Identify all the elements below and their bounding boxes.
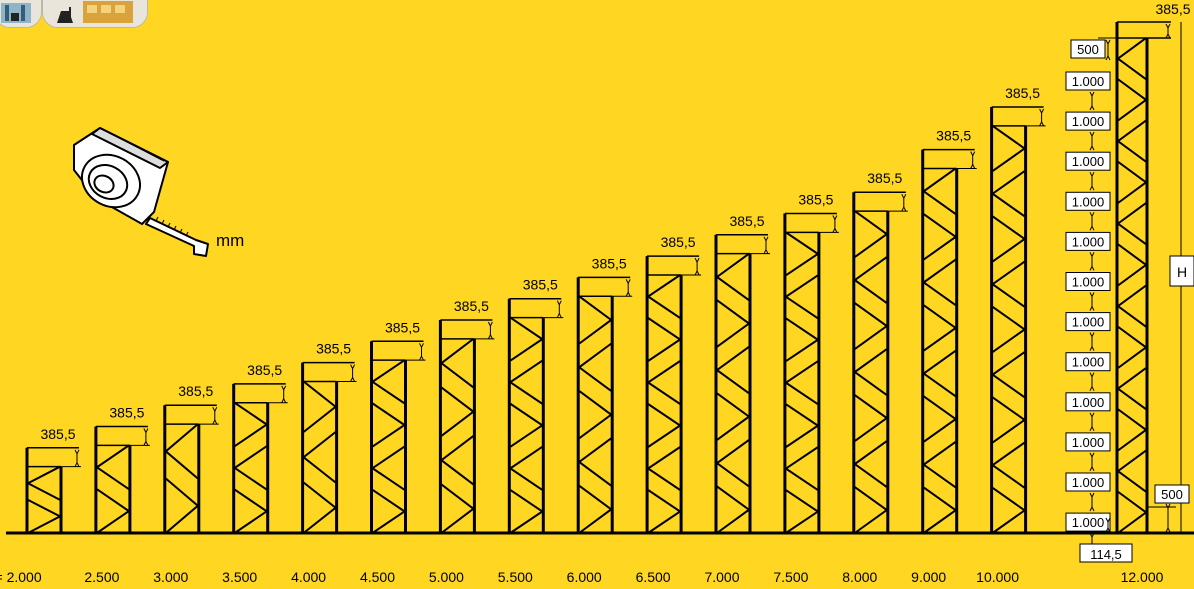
rack-frame: 385,5 4.000: [291, 341, 357, 585]
frame-height-label: 7.000: [704, 569, 739, 585]
rack-frame: 385,5 6.500: [636, 234, 702, 585]
segment-label: 1.000: [1072, 154, 1105, 169]
frame-height-label: 6.500: [636, 569, 671, 585]
rack-frame: 385,5 10.000: [976, 85, 1046, 585]
rack-frame: 385,5 4.500: [360, 319, 426, 585]
frame-height-label: 9.000: [911, 569, 946, 585]
segment-label-top: 500: [1077, 42, 1099, 57]
frame-top-dimension-label: 385,5: [1005, 85, 1040, 101]
frame-height-label: 5.500: [498, 569, 533, 585]
tape-measure-icon: [73, 127, 209, 257]
base-dimension-label: 114,5: [1090, 547, 1122, 562]
rack-frame: 385,5 7.000: [704, 213, 770, 585]
unit-label: mm: [216, 231, 244, 250]
rack-frame: 385,5 5.500: [498, 277, 564, 585]
frame-height-label: H= 2.000: [0, 569, 42, 585]
rack-frame: 385,5 8.000: [842, 170, 908, 585]
segment-label: 1.000: [1072, 74, 1105, 89]
rack-frame: 385,5 3.000: [153, 383, 219, 585]
segment-label: 1.000: [1072, 395, 1105, 410]
rack-photo-thumbnail-2[interactable]: [42, 0, 148, 28]
frame-height-label: 7.500: [773, 569, 808, 585]
frame-height-label: 6.000: [567, 569, 602, 585]
rack-frame: 385,5 3.500: [222, 362, 288, 585]
frame-top-dimension-label: 385,5: [729, 213, 764, 229]
frame-height-label: 4.500: [360, 569, 395, 585]
frame-top-dimension-label: 385,5: [247, 362, 282, 378]
rack-photo-thumbnail-1[interactable]: [0, 0, 42, 28]
detail-top-dimension-label: 385,5: [1155, 1, 1190, 17]
rack-frame: 385,5 7.500: [773, 192, 839, 585]
frame-height-label: 8.000: [842, 569, 877, 585]
bottom-right-dimension-label: 500: [1161, 487, 1183, 502]
rack-frame: 385,5 H= 2.000: [0, 426, 81, 585]
frame-height-label: 2.500: [84, 569, 119, 585]
segment-label: 1.000: [1072, 275, 1105, 290]
frame-height-label: 10.000: [976, 569, 1019, 585]
segment-label: 1.000: [1072, 315, 1105, 330]
frame-height-label: 5.000: [429, 569, 464, 585]
segment-label: 1.000: [1072, 435, 1105, 450]
frame-top-dimension-label: 385,5: [316, 341, 351, 357]
overall-height-label: H: [1177, 264, 1187, 280]
rack-frame: 385,5 2.500: [84, 405, 150, 585]
frame-top-dimension-label: 385,5: [385, 319, 420, 335]
frame-top-dimension-label: 385,5: [109, 405, 144, 421]
segment-label: 1.000: [1072, 234, 1105, 249]
segment-label: 1.000: [1072, 355, 1105, 370]
frame-top-dimension-label: 385,5: [867, 170, 902, 186]
frame-top-dimension-label: 385,5: [454, 298, 489, 314]
frame-top-dimension-label: 385,5: [661, 234, 696, 250]
segment-label: 1.000: [1072, 515, 1105, 530]
frame-top-dimension-label: 385,5: [523, 277, 558, 293]
segment-label: 1.000: [1072, 114, 1105, 129]
rack-frame: 385,5 5.000: [429, 298, 495, 585]
frame-height-label: 4.000: [291, 569, 326, 585]
frame-top-dimension-label: 385,5: [936, 128, 971, 144]
frame-top-dimension-label: 385,5: [592, 255, 627, 271]
rack-frame-12000-detail: 385,5 500 1.000 1.000 1.000 1.000 1.000 1.000 1.…: [1065, 1, 1194, 585]
frame-height-label: 3.000: [153, 569, 188, 585]
frame-top-dimension-label: 385,5: [40, 426, 75, 442]
frame-top-dimension-label: 385,5: [178, 383, 213, 399]
rack-frame: 385,5 6.000: [567, 255, 633, 585]
detail-height-label: 12.000: [1121, 569, 1164, 585]
rack-frame: 385,5 9.000: [911, 128, 977, 585]
frame-top-dimension-label: 385,5: [798, 192, 833, 208]
segment-label: 1.000: [1072, 475, 1105, 490]
segment-label: 1.000: [1072, 194, 1105, 209]
frame-height-label: 3.500: [222, 569, 257, 585]
